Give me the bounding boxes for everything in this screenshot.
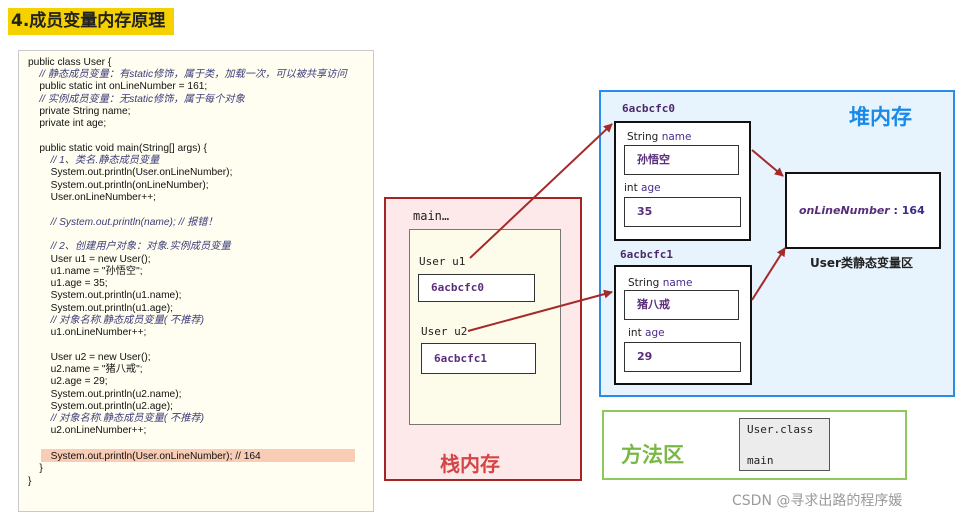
code-line: private int age; xyxy=(28,118,107,129)
code-line: } xyxy=(28,476,32,487)
name-field-label-0: String name xyxy=(627,131,692,143)
age-field-label-0: int age xyxy=(624,182,661,194)
static-variable-entry: onLineNumber : 164 xyxy=(799,204,925,217)
main-frame-label: main… xyxy=(413,209,450,223)
code-line: // System.out.println(name); // 报错！ xyxy=(28,217,218,228)
static-variable-box xyxy=(785,172,941,249)
name-value-1: 猪八戒 xyxy=(624,290,739,320)
code-line: System.out.println(u2.age); xyxy=(28,401,173,412)
code-line: User.onLineNumber++; xyxy=(28,192,156,203)
code-line: public class User { xyxy=(28,57,112,68)
name-field-label-1: String name xyxy=(628,277,693,289)
name-value-0: 孙悟空 xyxy=(624,145,739,175)
arrow-object-1-to-static xyxy=(751,247,786,301)
watermark: CSDN @寻求出路的程序媛 xyxy=(732,493,903,509)
code-line: // 实例成员变量：无static修饰，属于每个对象 xyxy=(28,94,245,105)
object-address-1: 6acbcfc1 xyxy=(620,248,673,261)
code-line: System.out.println(onLineNumber); xyxy=(28,180,209,191)
method-area-title: 方法区 xyxy=(621,443,684,467)
static-area-label: User类静态变量区 xyxy=(810,256,913,270)
method-name: main xyxy=(747,454,774,467)
class-box xyxy=(739,418,830,471)
code-panel: public class User { // 静态成员变量：有static修饰，… xyxy=(18,50,374,512)
code-line: // 对象名称.静态成员变量( 不推荐) xyxy=(28,315,205,326)
code-line: u2.age = 29; xyxy=(28,376,108,387)
age-value-1: 29 xyxy=(624,342,741,372)
code-line: // 1、类名.静态成员变量 xyxy=(28,155,160,166)
var-label-u1: User u1 xyxy=(419,255,466,268)
arrow-object-0-to-static xyxy=(751,149,784,177)
code-line: u1.onLineNumber++; xyxy=(28,327,147,338)
code-line: private String name; xyxy=(28,106,131,117)
ref-box-u1: 6acbcfc0 xyxy=(418,274,535,302)
code-line: u1.age = 35; xyxy=(28,278,108,289)
slide-title: 4.成员变量内存原理 xyxy=(8,8,174,35)
code-line: // 对象名称.静态成员变量( 不推荐) xyxy=(28,413,205,424)
code-line: User u1 = new User(); xyxy=(28,254,151,265)
arrow-u1-to-object-0 xyxy=(469,123,613,259)
code-line: public static int onLineNumber = 161; xyxy=(28,81,208,92)
arrow-u2-to-object-1 xyxy=(467,289,613,332)
code-line: u2.onLineNumber++; xyxy=(28,425,147,436)
code-line: User u2 = new User(); xyxy=(28,352,151,363)
age-field-label-1: int age xyxy=(628,327,665,339)
code-line: } xyxy=(28,463,43,474)
highlighted-line xyxy=(41,449,355,462)
code-line: System.out.println(u2.name); xyxy=(28,389,182,400)
object-address-0: 6acbcfc0 xyxy=(622,102,675,115)
code-line: System.out.println(User.onLineNumber); /… xyxy=(28,451,261,462)
code-line: // 2、创建用户对象：对象.实例成员变量 xyxy=(28,241,231,252)
var-label-u2: User u2 xyxy=(421,325,468,338)
code-line: System.out.println(u1.name); xyxy=(28,290,182,301)
age-value-0: 35 xyxy=(624,197,741,227)
stack-memory-title: 栈内存 xyxy=(440,452,500,476)
class-name: User.class xyxy=(747,423,814,436)
code-line: // 静态成员变量：有static修饰，属于类，加载一次，可以被共享访问 xyxy=(28,69,347,80)
code-line: System.out.println(u1.age); xyxy=(28,303,173,314)
ref-box-u2: 6acbcfc1 xyxy=(421,343,536,374)
code-line: u2.name = "猪八戒"; xyxy=(28,364,143,375)
heap-memory-title: 堆内存 xyxy=(849,105,912,129)
code-line: public static void main(String[] args) { xyxy=(28,143,207,154)
code-line: u1.name = "孙悟空"; xyxy=(28,266,143,277)
code-line: System.out.println(User.onLineNumber); xyxy=(28,167,233,178)
